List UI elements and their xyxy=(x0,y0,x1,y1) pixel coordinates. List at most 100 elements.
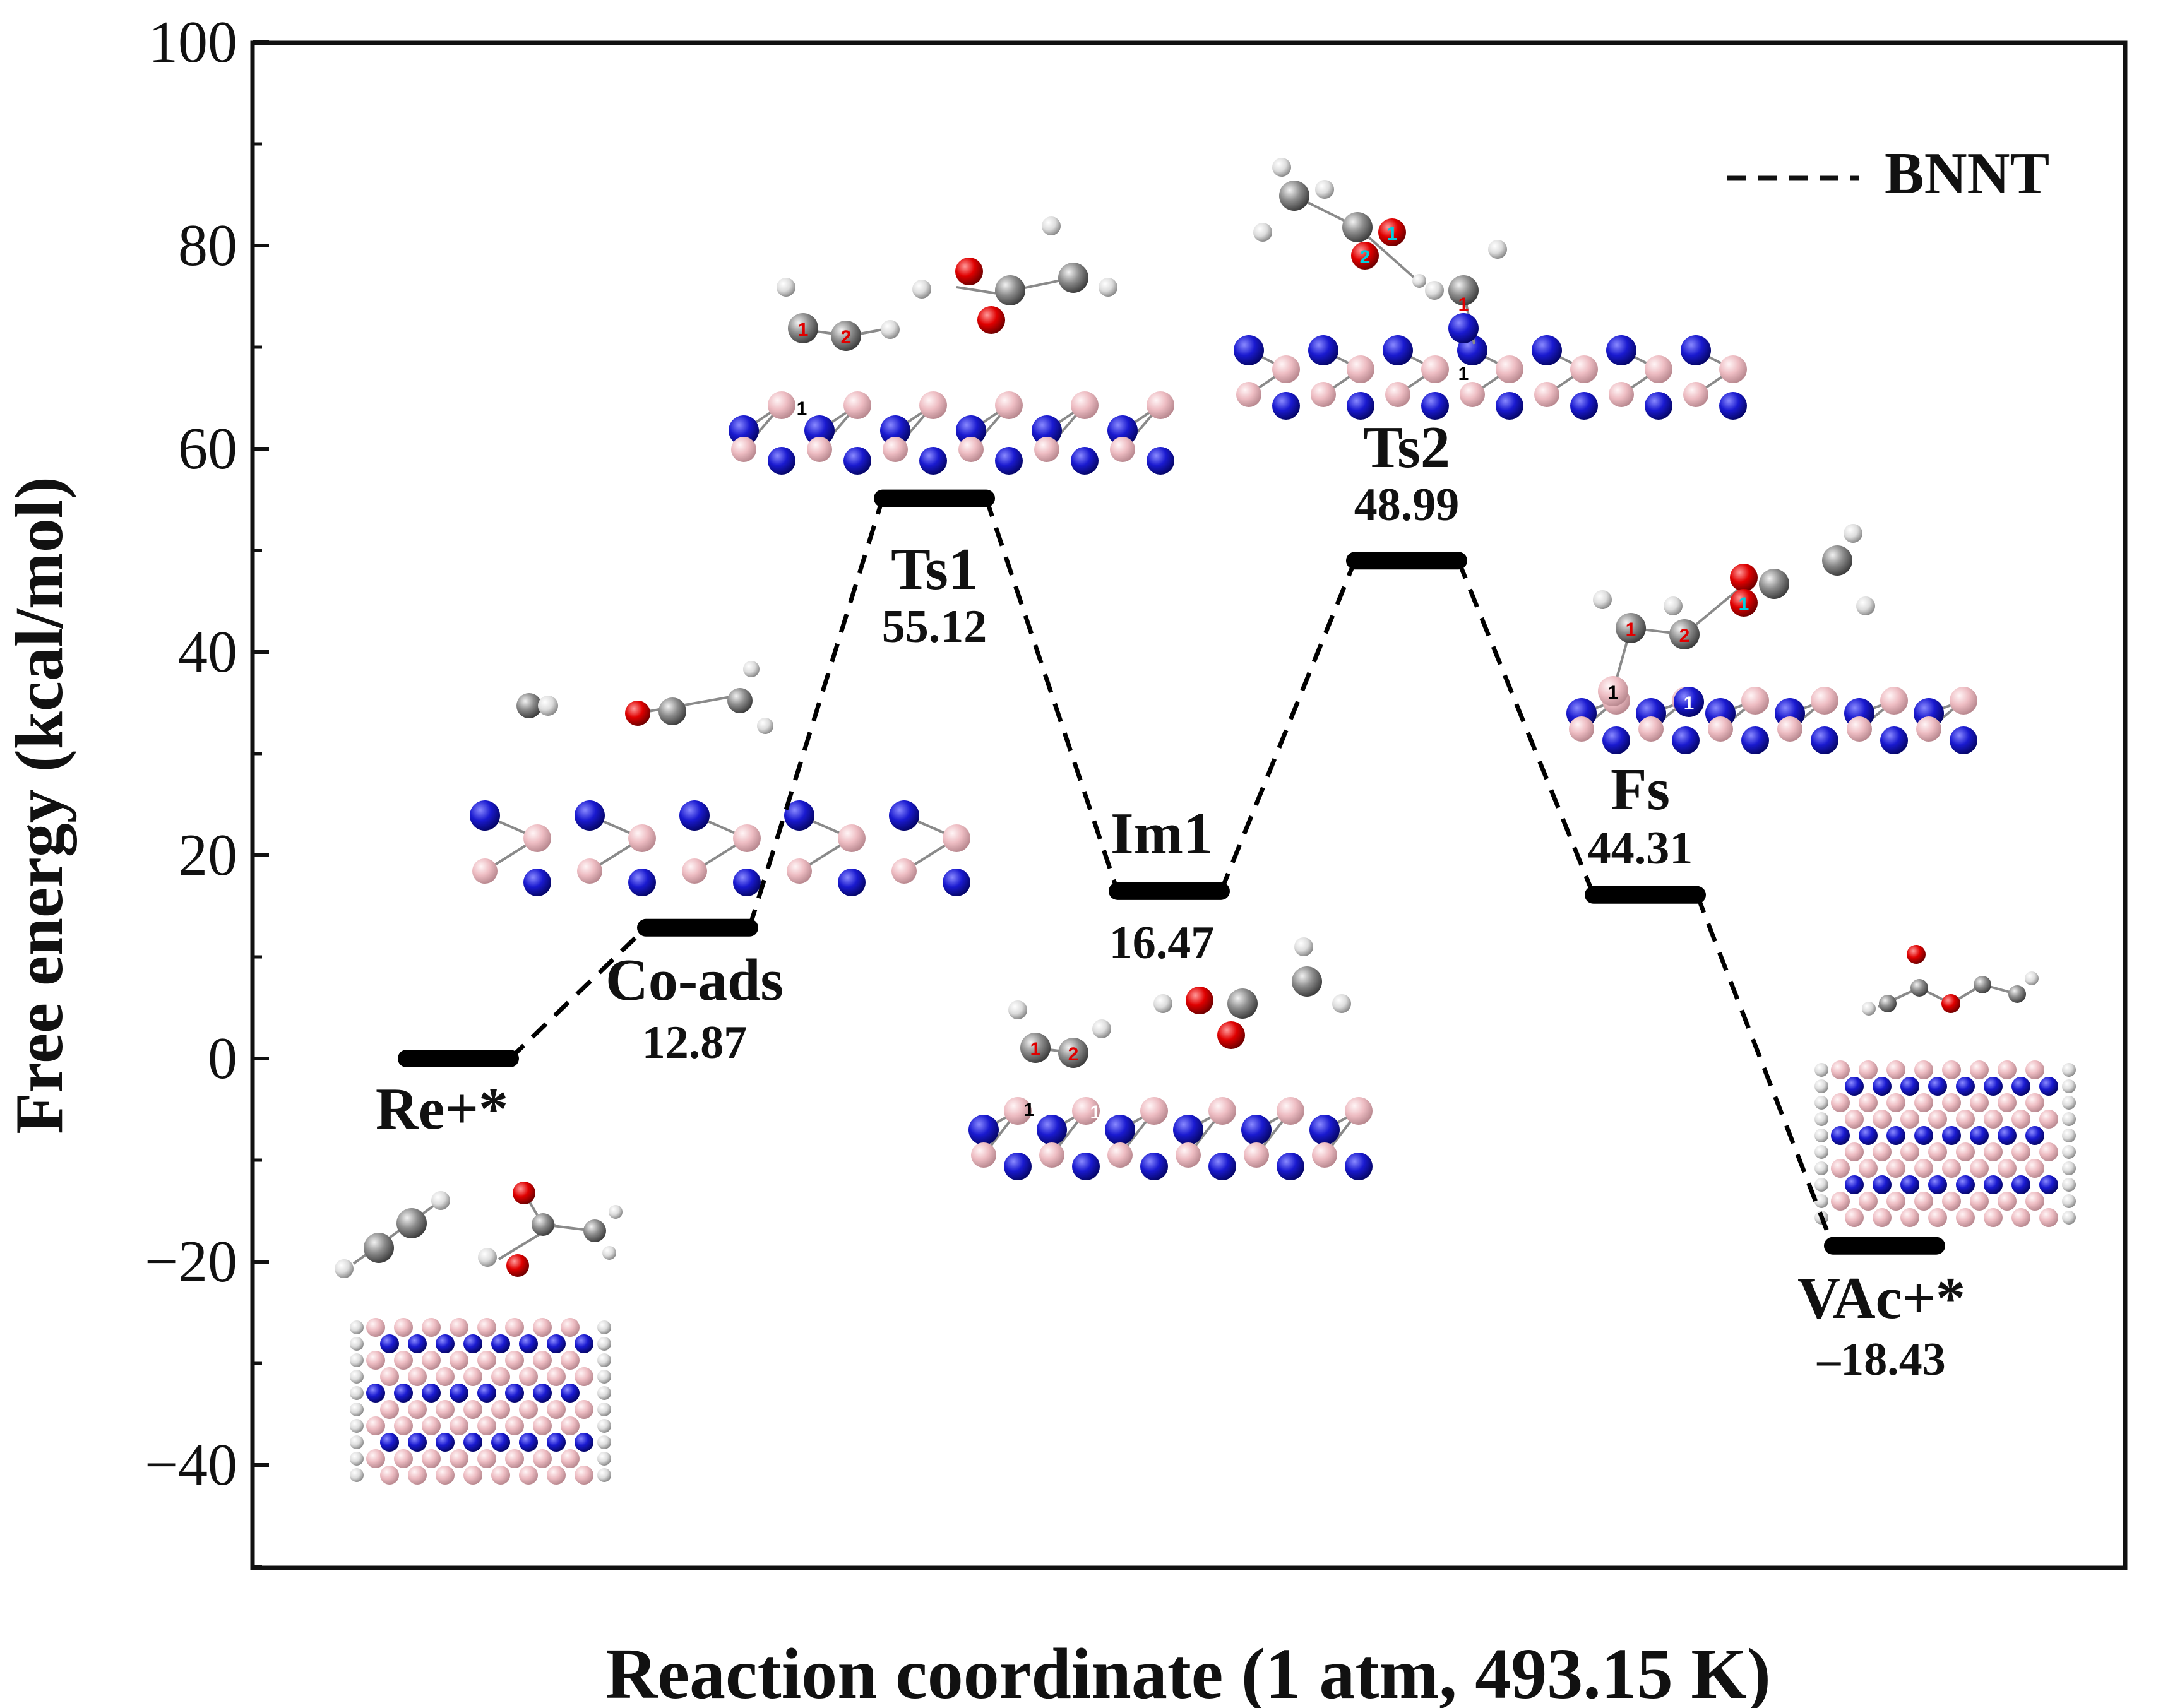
state-label-value: 16.47 xyxy=(1109,917,1215,969)
boron-atom xyxy=(1984,1208,2003,1227)
boron-atom xyxy=(1998,1093,2017,1112)
y-tick-label: 40 xyxy=(178,619,237,685)
hydrogen-atom xyxy=(1814,1129,1828,1142)
nitrogen-atom xyxy=(880,415,910,446)
hydrogen-atom xyxy=(1153,994,1172,1013)
boron-atom xyxy=(1831,1159,1850,1178)
inset-coads xyxy=(470,661,970,896)
nitrogen-atom xyxy=(1602,726,1630,754)
nitrogen-atom xyxy=(1448,313,1479,343)
atom-index-label: 2 xyxy=(841,327,852,348)
boron-atom xyxy=(408,1400,427,1419)
nitrogen-atom xyxy=(1681,335,1711,365)
boron-atom xyxy=(1312,1142,1337,1168)
boron-atom xyxy=(1900,1142,1919,1161)
oxygen-atom xyxy=(1907,945,1926,964)
boron-atom xyxy=(1208,1097,1236,1125)
nitrogen-atom xyxy=(1672,726,1700,754)
boron-atom xyxy=(1236,382,1261,407)
carbon-atom xyxy=(1058,263,1088,293)
nitrogen-atom xyxy=(919,447,947,475)
hydrogen-atom xyxy=(335,1259,354,1278)
boron-atom xyxy=(1039,1142,1064,1168)
nitrogen-atom xyxy=(1072,1153,1100,1180)
nitrogen-atom xyxy=(1241,1115,1272,1145)
boron-atom xyxy=(1683,382,1708,407)
boron-atom xyxy=(1645,355,1672,383)
boron-atom xyxy=(958,437,984,462)
boron-atom xyxy=(575,1466,593,1485)
boron-atom xyxy=(380,1367,399,1386)
boron-atom xyxy=(436,1367,455,1386)
boron-atom xyxy=(505,1318,524,1337)
hydrogen-atom xyxy=(597,1353,611,1367)
boron-atom xyxy=(1777,716,1802,742)
boron-atom xyxy=(1914,1093,1933,1112)
oxygen-atom xyxy=(1351,242,1379,270)
nitrogen-atom xyxy=(1105,1115,1135,1145)
boron-atom xyxy=(561,1351,580,1370)
x-axis-title: Reaction coordinate (1 atm, 493.15 K) xyxy=(605,1634,1771,1708)
carbon-atom xyxy=(1058,1038,1088,1068)
energy-levels xyxy=(398,489,1945,1255)
boron-atom xyxy=(731,437,756,462)
atom-index-label: 1 xyxy=(1458,364,1469,384)
boron-atom xyxy=(366,1318,385,1337)
oxygen-atom xyxy=(977,306,1005,334)
boron-atom xyxy=(463,1367,482,1386)
oxygen-atom xyxy=(625,701,650,726)
boron-atom xyxy=(2011,1208,2030,1227)
nitrogen-atom xyxy=(1674,687,1704,717)
hydrogen-atom xyxy=(881,320,900,339)
inset-vac xyxy=(1814,945,2076,1227)
nitrogen-atom xyxy=(1037,1115,1067,1145)
boron-atom xyxy=(1741,687,1769,715)
nitrogen-atom xyxy=(1383,335,1413,365)
state-label-name: VAc+* xyxy=(1797,1266,1965,1331)
nitrogen-atom xyxy=(380,1433,399,1452)
nitrogen-atom xyxy=(477,1384,496,1403)
carbon-atom xyxy=(1759,569,1789,599)
boron-atom xyxy=(1176,1142,1201,1168)
nitrogen-atom xyxy=(1886,1126,1905,1145)
boron-atom xyxy=(523,824,551,852)
boron-atom xyxy=(1107,1142,1133,1168)
hydrogen-atom xyxy=(597,1403,611,1416)
boron-atom xyxy=(1873,1110,1892,1129)
hydrogen-atom xyxy=(538,696,558,716)
boron-atom xyxy=(1956,1110,1975,1129)
nitrogen-atom xyxy=(733,869,761,896)
nitrogen-atom xyxy=(1645,392,1672,420)
boron-atom xyxy=(1845,1208,1864,1227)
nitrogen-atom xyxy=(575,1334,593,1353)
boron-atom xyxy=(533,1318,552,1337)
nitrogen-atom xyxy=(1421,392,1449,420)
boron-atom xyxy=(1873,1142,1892,1161)
boron-atom xyxy=(519,1400,538,1419)
boron-atom xyxy=(575,1400,593,1419)
boron-atom xyxy=(577,858,602,884)
state-label-value: 48.99 xyxy=(1354,479,1460,531)
atom-index-label: 1 xyxy=(798,319,809,340)
dashed-connector-line xyxy=(747,497,885,928)
hydrogen-atom xyxy=(1814,1063,1828,1077)
boron-atom xyxy=(843,391,871,419)
boron-atom xyxy=(1140,1097,1168,1125)
nitrogen-atom xyxy=(533,1384,552,1403)
atom-index-label: 1 xyxy=(854,422,864,442)
nitrogen-atom xyxy=(2011,1175,2030,1194)
boron-atom xyxy=(1928,1208,1947,1227)
nitrogen-atom xyxy=(1107,415,1138,446)
nitrogen-atom xyxy=(1719,392,1747,420)
boron-atom xyxy=(1928,1142,1947,1161)
atom-index-label: 1 xyxy=(1608,682,1619,703)
carbon-atom xyxy=(1669,619,1700,649)
atom-index-label: 1 xyxy=(1030,1039,1041,1060)
boron-atom xyxy=(2011,1110,2030,1129)
boron-atom xyxy=(1638,716,1664,742)
y-tick-label: 0 xyxy=(208,1026,237,1091)
